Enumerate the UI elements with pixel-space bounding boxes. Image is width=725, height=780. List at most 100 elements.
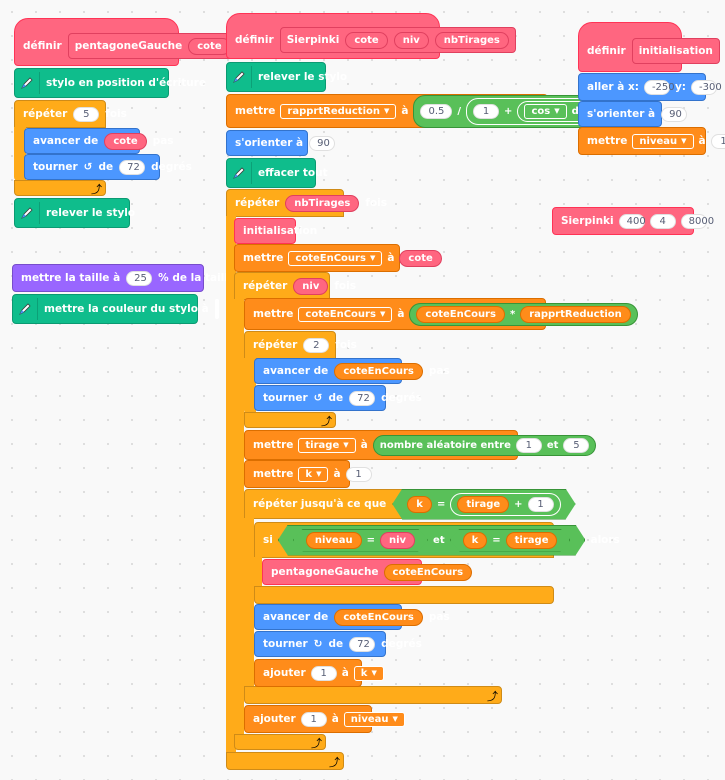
call-pentagone-block[interactable]: pentagoneGauche coteEnCours	[262, 559, 473, 585]
define-pentagone-hat[interactable]: définir pentagoneGauche cote	[14, 18, 238, 66]
var-dropdown[interactable]: niveau▼	[632, 133, 694, 149]
move-steps-block[interactable]: avancer de cote pas	[24, 128, 174, 154]
turn-right-block[interactable]: tourner ↻ de 72 degrés	[254, 631, 422, 657]
repeat-until-block[interactable]: répéter jusqu'à ce que k = tirage + 1	[244, 489, 502, 519]
reporter-k[interactable]: k	[463, 532, 488, 549]
point-direction-block[interactable]: s'orienter à 90	[578, 101, 688, 127]
add-right-input[interactable]: 1	[528, 497, 554, 512]
repeat-arg[interactable]: niv	[293, 277, 329, 295]
add-operator[interactable]: tirage + 1	[450, 493, 560, 516]
var-dropdown[interactable]: tirage▼	[298, 437, 356, 453]
set-size-input[interactable]: 25	[126, 270, 153, 286]
direction-input[interactable]: 90	[661, 106, 688, 122]
reporter-tirage[interactable]: tirage	[506, 532, 558, 549]
move-pas-label: pas	[152, 135, 174, 147]
var-dropdown[interactable]: k▼	[353, 665, 384, 681]
call-initialisation-block[interactable]: initialisation	[234, 218, 317, 244]
move-reporter[interactable]: coteEnCours	[334, 362, 423, 380]
change-k-block[interactable]: ajouter 1 à k▼	[254, 659, 384, 687]
change-value-input[interactable]: 1	[310, 665, 337, 681]
repeat-niv-block[interactable]: répéter niv fois	[234, 272, 356, 300]
point-direction-block[interactable]: s'orienter à 90	[226, 130, 336, 156]
dropdown-caret-icon: ▼	[316, 470, 322, 478]
proc-prototype: Sierpinki cote niv nbTirages	[279, 27, 516, 53]
proc-arg-cote[interactable]: cote	[345, 31, 388, 49]
repeat-arg[interactable]: nbTirages	[285, 194, 360, 212]
move-reporter[interactable]: coteEnCours	[334, 608, 423, 626]
change-niveau-block[interactable]: ajouter 1 à niveau▼	[244, 705, 405, 733]
repeat-2-block[interactable]: répéter 2 fois	[244, 331, 357, 359]
turn-left-block[interactable]: tourner ↺ de 72 degrés	[254, 385, 422, 411]
repeat-5-block[interactable]: répéter 5 fois	[14, 100, 127, 128]
equals-operator[interactable]: k = tirage + 1	[392, 489, 575, 520]
then-label: alors	[590, 534, 620, 546]
reporter-k[interactable]: k	[407, 496, 432, 513]
call-sierpinki-block[interactable]: Sierpinki 400 4 8000	[552, 207, 714, 235]
if-block[interactable]: si niveau = niv et k = tirage alors	[254, 522, 620, 558]
proc-arg-cote[interactable]: cote	[188, 37, 231, 55]
reporter-niveau[interactable]: niveau	[306, 532, 362, 549]
turn-degree-input[interactable]: 72	[119, 159, 146, 175]
arg2-input[interactable]: 4	[649, 213, 676, 229]
pen-up-block[interactable]: relever le stylo	[226, 62, 347, 92]
function-dropdown[interactable]: cos▼	[524, 103, 567, 119]
equals-operator[interactable]: niveau = niv	[293, 529, 428, 552]
add-left-input[interactable]: 1	[473, 103, 500, 119]
var-dropdown[interactable]: rapprtReduction▼	[280, 103, 397, 119]
repeat-tirages-block[interactable]: répéter nbTirages fois	[226, 189, 387, 217]
value-input[interactable]: 1	[710, 133, 725, 149]
set-ratio-block[interactable]: mettre rapprtReduction▼ à 0.5 / 1 + cos▼…	[226, 94, 641, 128]
dropdown-caret-icon: ▼	[392, 715, 398, 723]
proc-arg-nbtirages[interactable]: nbTirages	[434, 31, 509, 49]
define-initialisation-hat[interactable]: définir initialisation	[578, 22, 720, 72]
set-size-block[interactable]: mettre la taille à 25 % de la taille ini…	[12, 264, 280, 292]
var-dropdown[interactable]: niveau▼	[343, 711, 405, 727]
random-to-input[interactable]: 5	[563, 437, 590, 453]
move-steps-block[interactable]: avancer de coteEnCours pas	[254, 358, 450, 384]
random-operator[interactable]: nombre aléatoire entre 1 et 5	[372, 434, 597, 456]
clear-block[interactable]: effacer tout	[226, 158, 328, 188]
arg3-input[interactable]: 8000	[680, 213, 714, 229]
var-dropdown[interactable]: k▼	[298, 466, 329, 482]
move-steps-block[interactable]: avancer de coteEnCours pas	[254, 604, 450, 630]
direction-input[interactable]: 90	[309, 135, 336, 151]
set-cote-mul-block[interactable]: mettre coteEnCours▼ à coteEnCours * rapp…	[244, 298, 638, 330]
value-input[interactable]: 1	[345, 466, 372, 482]
goto-xy-block[interactable]: aller à x: -250 y: -300	[578, 73, 722, 101]
pen-up-block[interactable]: relever le stylo	[14, 198, 135, 228]
set-tirage-block[interactable]: mettre tirage▼ à nombre aléatoire entre …	[244, 430, 597, 460]
x-input[interactable]: -250	[643, 79, 675, 95]
proc-arg-niv[interactable]: niv	[393, 31, 429, 49]
set-pen-color-block[interactable]: mettre la couleur du stylo à	[12, 294, 219, 324]
point-label: s'orienter à	[587, 108, 656, 120]
arg-niv[interactable]: niv	[380, 532, 415, 549]
arg1-input[interactable]: 400	[618, 213, 646, 229]
set-cote-block[interactable]: mettre coteEnCours▼ à cote	[234, 244, 442, 272]
value-arg[interactable]: cote	[399, 249, 442, 267]
turn-degree-input[interactable]: 72	[349, 636, 376, 652]
arg-reporter[interactable]: coteEnCours	[383, 563, 473, 581]
repeat-count-input[interactable]: 2	[303, 337, 330, 353]
reporter-tirage[interactable]: tirage	[457, 496, 509, 513]
define-sierpinki-hat[interactable]: définir Sierpinki cote niv nbTirages	[226, 13, 516, 59]
change-value-input[interactable]: 1	[300, 711, 327, 727]
equals-operator[interactable]: k = tirage	[450, 529, 571, 552]
var-dropdown[interactable]: coteEnCours▼	[288, 250, 383, 266]
color-swatch-input[interactable]	[214, 299, 219, 319]
turn-left-block[interactable]: tourner ↺ de 72 degrés	[24, 154, 192, 180]
var-dropdown[interactable]: coteEnCours▼	[298, 306, 393, 322]
numerator-input[interactable]: 0.5	[420, 103, 453, 119]
and-operator[interactable]: niveau = niv et k = tirage	[278, 525, 586, 556]
turn-degree-input[interactable]: 72	[349, 390, 376, 406]
repeat-count-input[interactable]: 5	[73, 106, 100, 122]
reporter-rapprt-reduction[interactable]: rapprtReduction	[520, 305, 631, 323]
random-from-input[interactable]: 1	[515, 437, 542, 453]
pen-down-block[interactable]: stylo en position d'écriture	[14, 68, 206, 98]
move-arg[interactable]: cote	[104, 132, 147, 150]
set-k-block[interactable]: mettre k▼ à 1	[244, 460, 372, 488]
set-niveau-block[interactable]: mettre niveau▼ à 1	[578, 127, 725, 155]
y-input[interactable]: -300	[691, 79, 722, 95]
reporter-cote-en-cours[interactable]: coteEnCours	[416, 305, 505, 323]
multiply-operator[interactable]: coteEnCours * rapprtReduction	[409, 302, 638, 326]
pen-down-label: stylo en position d'écriture	[46, 77, 207, 89]
